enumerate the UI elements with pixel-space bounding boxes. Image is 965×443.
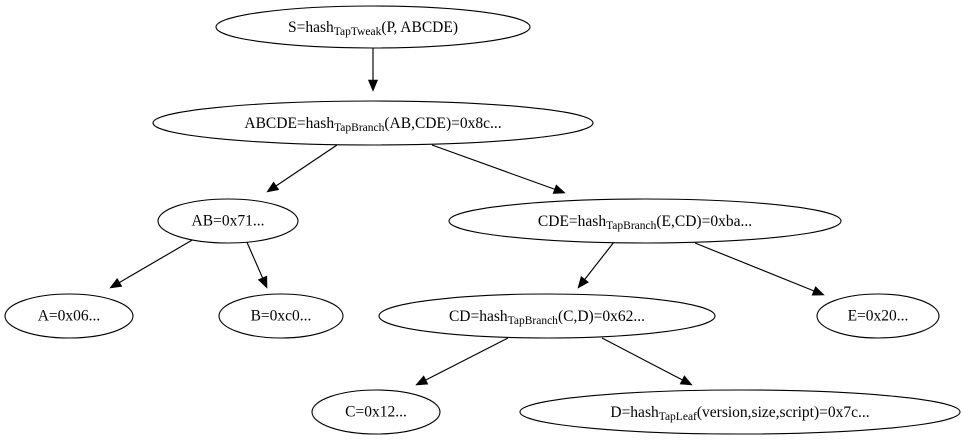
edge-cd-c <box>415 337 509 386</box>
node-abcde-label: ABCDE=hashTapBranch(AB,CDE)=0x8c... <box>244 115 501 134</box>
node-c[interactable]: C=0x12... <box>311 389 441 435</box>
edges-layer <box>109 48 825 386</box>
node-e-ellipse[interactable] <box>816 293 940 339</box>
node-a-label: A=0x06... <box>38 308 101 325</box>
node-cd-label: CD=hashTapBranch(C,D)=0x62... <box>449 308 645 327</box>
node-ab[interactable]: AB=0x71... <box>157 198 299 244</box>
node-s-label: S=hashTapTweak(P, ABCDE) <box>288 19 458 38</box>
edge-cde-e <box>694 242 825 296</box>
node-cde[interactable]: CDE=hashTapBranch(E,CD)=0xba... <box>448 198 842 244</box>
edge-cd-d <box>601 337 693 386</box>
node-c-ellipse[interactable] <box>311 389 441 435</box>
node-abcde[interactable]: ABCDE=hashTapBranch(AB,CDE)=0x8c... <box>152 100 594 146</box>
node-cde-ellipse[interactable] <box>448 198 842 244</box>
edge-abcde-ab <box>266 144 338 193</box>
node-s-ellipse[interactable] <box>215 5 531 49</box>
edge-ab-b <box>245 239 268 289</box>
node-d-label: D=hashTapLeaf(version,size,script)=0x7c.… <box>610 404 869 423</box>
node-e[interactable]: E=0x20... <box>816 293 940 339</box>
node-e-label: E=0x20... <box>848 308 909 325</box>
edge-ab-a <box>109 238 195 289</box>
node-ab-label: AB=0x71... <box>192 213 265 230</box>
node-a-ellipse[interactable] <box>4 293 134 339</box>
node-d[interactable]: D=hashTapLeaf(version,size,script)=0x7c.… <box>519 389 961 435</box>
node-cde-label: CDE=hashTapBranch(E,CD)=0xba... <box>538 213 752 232</box>
node-b-ellipse[interactable] <box>218 293 344 339</box>
node-cd[interactable]: CD=hashTapBranch(C,D)=0x62... <box>378 293 716 339</box>
edge-s-abcde <box>367 48 379 92</box>
node-b-label: B=0xc0... <box>251 308 312 325</box>
node-d-ellipse[interactable] <box>519 389 961 435</box>
node-s[interactable]: S=hashTapTweak(P, ABCDE) <box>215 5 531 49</box>
node-cd-ellipse[interactable] <box>378 293 716 339</box>
node-abcde-ellipse[interactable] <box>152 100 594 146</box>
node-b[interactable]: B=0xc0... <box>218 293 344 339</box>
edge-abcde-cde <box>431 144 566 194</box>
nodes-layer: S=hashTapTweak(P, ABCDE) ABCDE=hashTapBra… <box>4 5 961 435</box>
edge-cde-cd <box>577 241 615 289</box>
node-a[interactable]: A=0x06... <box>4 293 134 339</box>
node-c-label: C=0x12... <box>345 404 407 421</box>
node-ab-ellipse[interactable] <box>157 198 299 244</box>
